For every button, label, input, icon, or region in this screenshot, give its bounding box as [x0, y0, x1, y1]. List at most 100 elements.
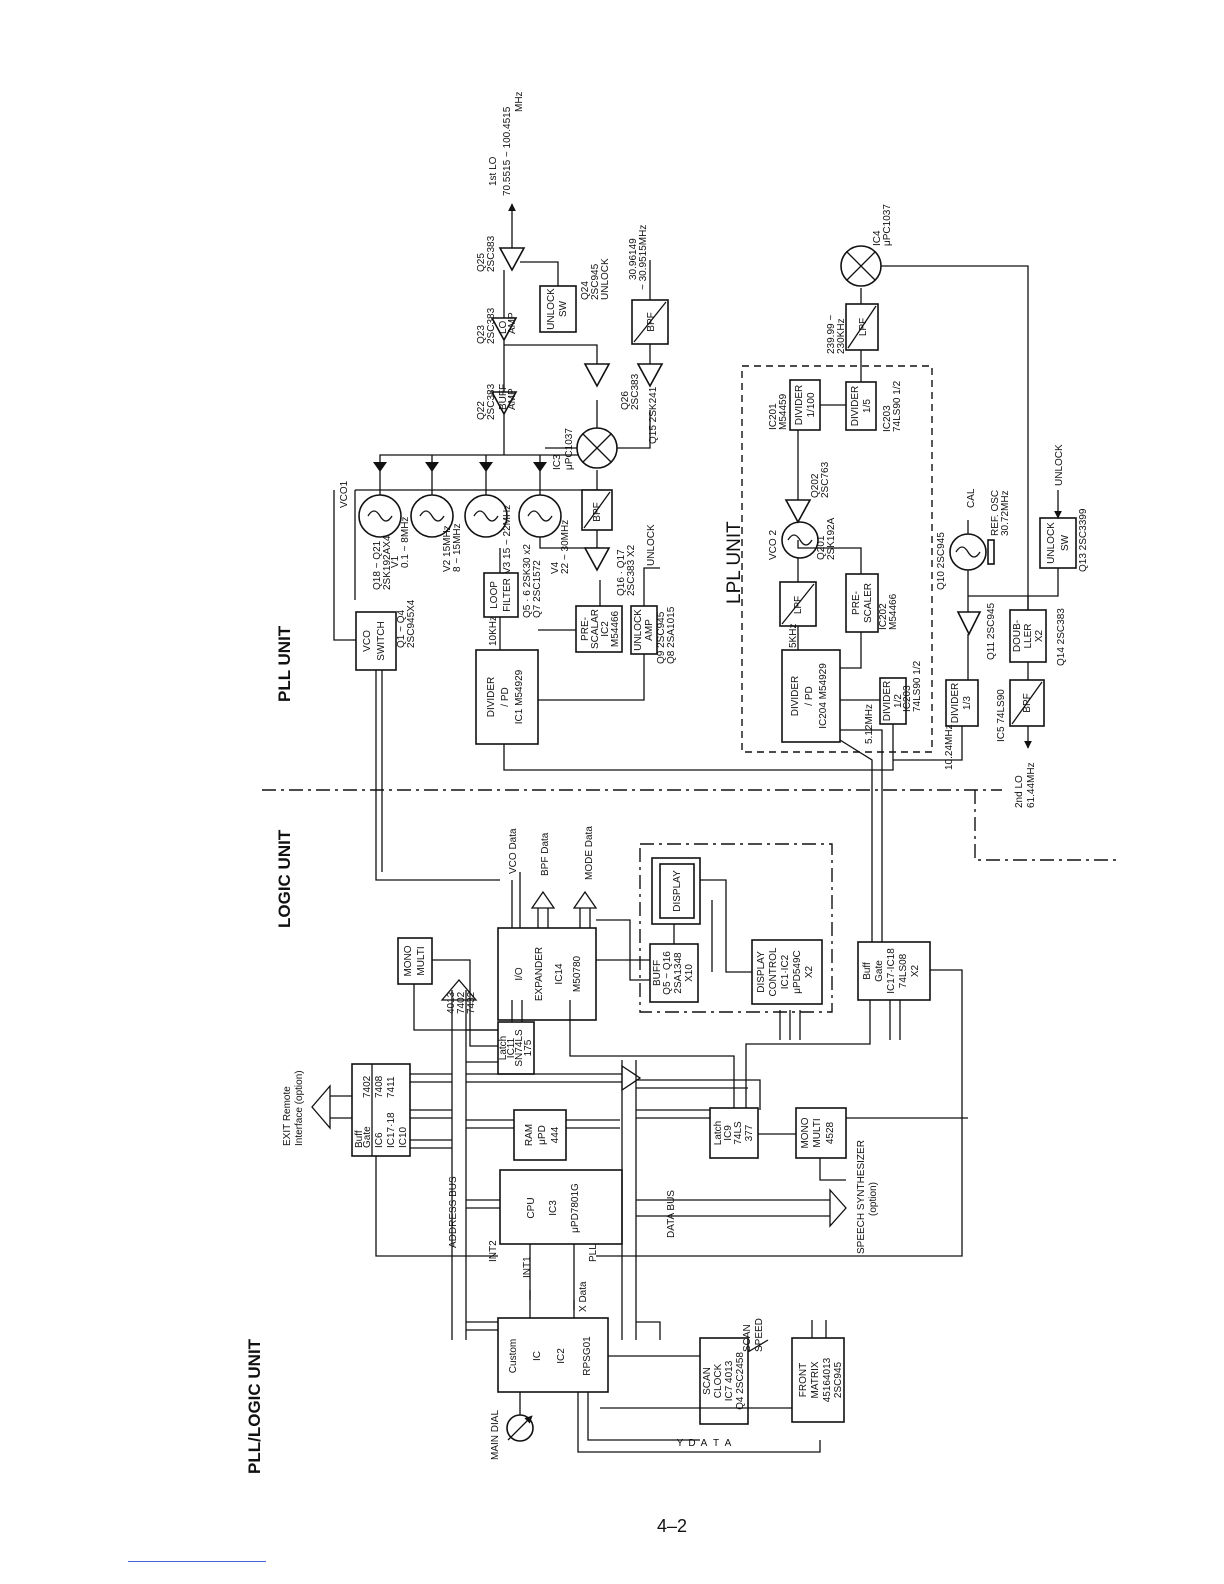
label-2nd-lo-1: 2nd LO	[1014, 775, 1025, 808]
label-vco1: VCO1	[339, 480, 350, 508]
divider-pd-ic1	[475, 649, 539, 745]
custom-ic2	[497, 1317, 609, 1393]
buff-gate-ic17-label-4: 74LS08	[898, 953, 909, 988]
buff-gate-ic17-label-2: Gate	[874, 960, 885, 982]
divider-ic5-label-1: DIVIDER	[950, 683, 961, 724]
front-matrix	[791, 1337, 845, 1423]
diode-icon	[533, 462, 547, 472]
buff-q5-label-1: BUFF	[652, 960, 663, 986]
buff-amp-q26	[583, 363, 611, 388]
buff-gate-ic6-label-2: Gate	[362, 1126, 373, 1148]
front-matrix-label-1: FRONT	[798, 1363, 809, 1397]
divider-pd-ic204	[781, 649, 841, 743]
label-y-data-1: Y	[677, 1438, 684, 1449]
label-q201-2: 2SK192A	[826, 517, 837, 560]
label-v2-2: 8 ~ 15MHz	[452, 523, 463, 572]
buff-gate-ic6-label-1: Buff	[354, 1130, 365, 1148]
data-bus	[621, 1060, 637, 1340]
label-unlock-q9: UNLOCK	[646, 524, 657, 566]
io-expander-label-2: EXPANDER	[534, 947, 545, 1001]
address-bus	[451, 990, 467, 1340]
latch-ic11-label-2: IC11	[506, 1037, 517, 1058]
doubler-label-3: X2	[1034, 629, 1045, 642]
label-q26-1: Q26	[620, 391, 631, 410]
vco-switch-label-2: SWITCH	[376, 621, 387, 660]
mono-multi-top-label-1: MONO	[403, 945, 414, 976]
label-first-lo-1: 1st LO	[488, 156, 499, 186]
label-ic3-2: μPC1037	[564, 428, 575, 470]
label-ic203-top-2: 74LS90 1/2	[892, 380, 903, 432]
label-5khz: 5KHz	[788, 624, 799, 648]
label-pll: PLL	[588, 1244, 599, 1262]
label-v4-2: 22 ~ 30MHz	[560, 520, 571, 574]
latch-ic9-label-4: 377	[744, 1124, 755, 1141]
display-control	[751, 939, 823, 1005]
label-q22-2: 2SC383	[486, 383, 497, 420]
buff-q5-label-4: X10	[684, 964, 695, 982]
divider-ic201	[789, 379, 821, 431]
buff-amp-q15	[636, 363, 664, 388]
label-ic202-1: IC202	[878, 603, 889, 630]
latch-ic11-label-3: SN74LS	[514, 1029, 525, 1067]
mono-multi-top-label-2: MULTI	[416, 946, 427, 975]
divider-ic203-label-2: 1/2	[893, 694, 904, 708]
label-lo-amp-1: LO	[498, 320, 509, 334]
buff-gate-ic17	[857, 941, 931, 1001]
cpu-label-3: μPD7801G	[570, 1183, 581, 1233]
cpu-block	[499, 1169, 623, 1245]
label-q5-q6-2: Q7 2SC1572	[532, 560, 543, 618]
display-frame	[639, 843, 833, 1013]
label-ic5: IC5 74LS90	[996, 689, 1007, 742]
buff-gate-ic6-part-2: 7408	[374, 1075, 385, 1098]
display-control-label-1: DISPLAY	[756, 951, 767, 993]
label-q25-2: 2SC383	[486, 235, 497, 272]
label-speech-1: SPEECH SYNTHESIZER	[856, 1140, 867, 1254]
divider-ic201-label-1: DIVIDER	[794, 385, 805, 426]
scan-speed-pot[interactable]	[747, 1339, 769, 1353]
label-scan-speed-1: SCAN	[742, 1324, 753, 1352]
unlock-sw-upper-label-2: SW	[558, 300, 569, 317]
front-matrix-label-3: 45164013	[822, 1357, 833, 1402]
buff-gate-ic6-part-1: 7402	[362, 1075, 373, 1098]
label-lo-amp-2: AMP	[507, 312, 518, 334]
title-pll-unit: PLL UNIT	[275, 625, 294, 702]
display-control-label-5: X2	[804, 965, 815, 978]
label-v1-1: V1	[390, 555, 401, 568]
label-unlock-q13: UNLOCK	[1054, 444, 1065, 486]
label-ic203-top-1: IC203	[882, 405, 893, 432]
label-q13: Q13 2SC3399	[1078, 508, 1089, 572]
label-int1: INT1	[522, 1256, 533, 1278]
display-inner	[659, 863, 695, 919]
ic204-label-1: DIVIDER	[790, 676, 801, 717]
title-lpl-unit: LPL UNIT	[724, 521, 745, 604]
label-q16-q17-2: 2SC383 X2	[626, 544, 637, 596]
label-q5-q6-1: Q5 · 6 2SK30 x2	[522, 544, 533, 618]
label-ic4-2: μPC1037	[882, 204, 893, 246]
label-q1-q4-2: 2SC945X4	[406, 599, 417, 648]
vco-bank	[354, 454, 600, 600]
ic1-label-1: DIVIDER	[486, 677, 497, 718]
ic1-label-3: IC1 M54929	[514, 669, 525, 724]
divider-ic203-5-label-1: DIVIDER	[850, 386, 861, 427]
label-q24-1: Q24	[580, 281, 591, 300]
label-10khz: 10KHz	[488, 616, 499, 646]
divider-ic203-5-label-2: 1/5	[862, 399, 873, 413]
display-control-label-4: μPD549C	[792, 950, 803, 994]
latch-ic11	[497, 1021, 535, 1075]
buff-gate-ic6	[351, 1063, 411, 1157]
loop-filter-label-1: LOOP	[489, 581, 500, 609]
label-mono-part-3: 7432	[466, 991, 477, 1014]
loop-filter-label-2: FILTER	[502, 578, 513, 612]
prescalar-label-2: SCALAR	[590, 609, 601, 649]
label-mono-part-2: 7402	[456, 991, 467, 1014]
label-q15: Q15 2SK241	[648, 386, 659, 444]
label-address-bus: ADDRESS BUS	[448, 1176, 459, 1248]
buff-q5-label-3: 2SA1348	[673, 952, 684, 994]
display-label: DISPLAY	[672, 870, 683, 912]
unlock-sw-lower-label-1: UNLOCK	[1046, 522, 1057, 564]
section-divider-step	[974, 790, 1120, 861]
label-q23-1: Q23	[476, 325, 487, 344]
prescaler-ic202	[845, 573, 879, 633]
label-q11: Q11 2SC945	[986, 602, 997, 660]
